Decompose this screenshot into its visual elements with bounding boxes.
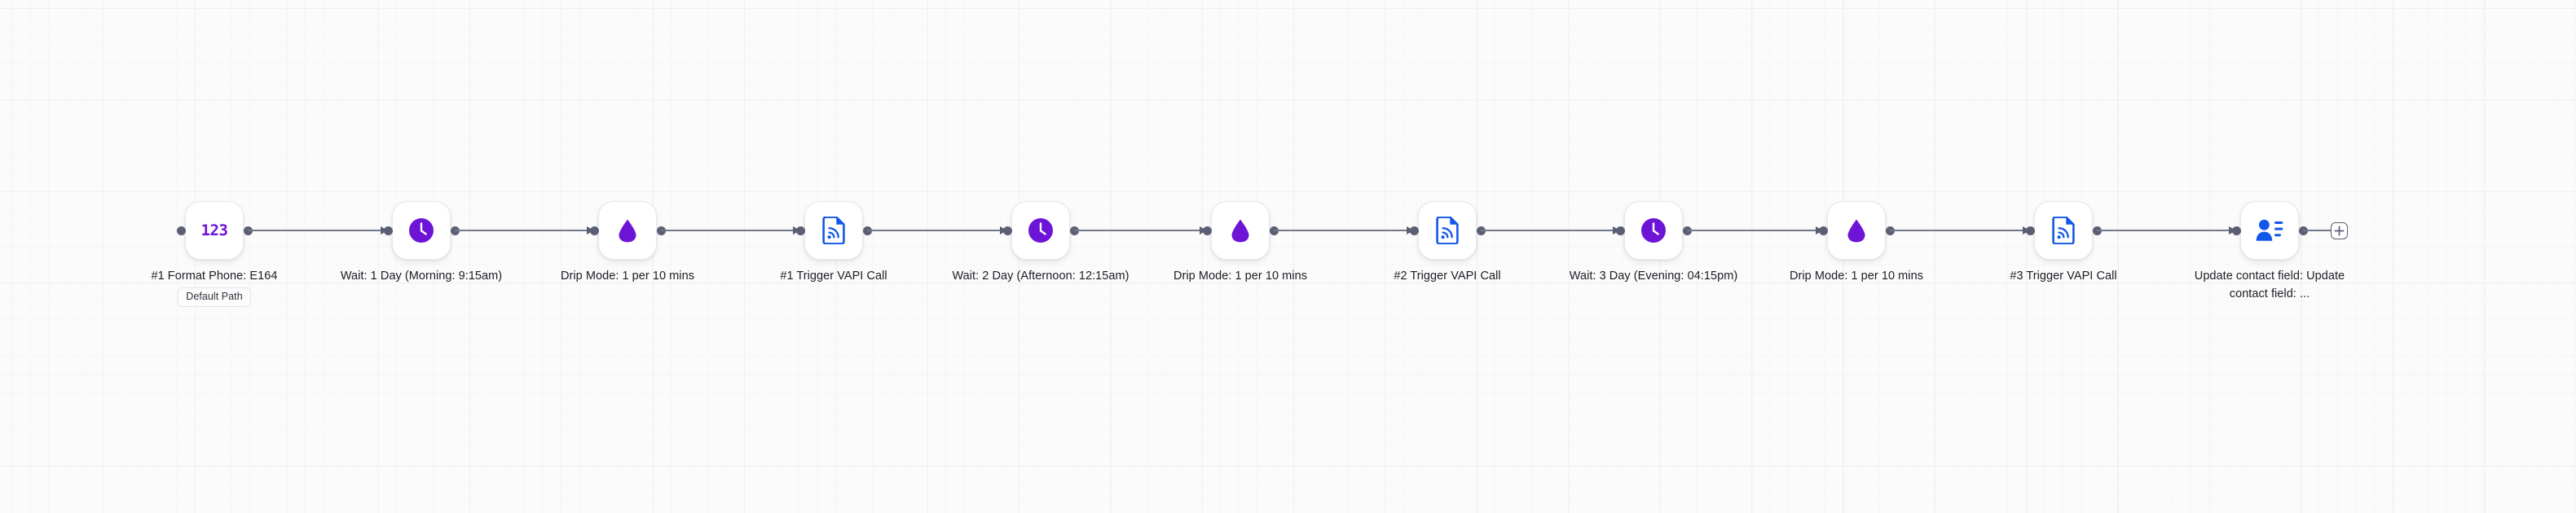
node-label-text: Drip Mode: 1 per 10 mins: [561, 270, 694, 283]
workflow-node-drip-1[interactable]: [598, 201, 657, 260]
node-label-text: Wait: 3 Day (Evening: 04:15pm): [1569, 270, 1738, 283]
node-input-handle-drip-2[interactable]: [1202, 226, 1212, 235]
node-input-handle-vapi-1[interactable]: [795, 226, 805, 235]
webhook-document-icon: [2050, 217, 2077, 244]
node-label-text: Drip Mode: 1 per 10 mins: [1790, 270, 1923, 283]
droplet-icon: [1226, 217, 1254, 244]
node-label-text: Wait: 1 Day (Morning: 9:15am): [340, 270, 503, 283]
edge-vapi-2-to-wait-3[interactable]: [1481, 230, 1620, 231]
node-path-badge: Default Path: [178, 287, 251, 307]
workflow-node-format-phone[interactable]: 123: [185, 201, 244, 260]
node-input-handle-wait-3[interactable]: [1615, 226, 1625, 235]
workflow-node-vapi-2[interactable]: [1418, 201, 1477, 260]
node-label-drip-2: Drip Mode: 1 per 10 mins: [1147, 267, 1334, 285]
workflow-node-wait-3[interactable]: [1624, 201, 1683, 260]
webhook-document-icon: [820, 217, 848, 244]
edge-vapi-1-to-wait-2[interactable]: [867, 230, 1007, 231]
node-label-wait-2: Wait: 2 Day (Afternoon: 12:15am): [947, 267, 1134, 285]
node-label-text: Wait: 2 Day (Afternoon: 12:15am): [952, 270, 1129, 283]
number-123-icon-text: 123: [200, 221, 228, 239]
node-label-update-contact: Update contact field: Update contact fie…: [2176, 267, 2363, 303]
droplet-icon: [1843, 217, 1870, 244]
node-label-text: #2 Trigger VAPI Call: [1394, 270, 1501, 283]
workflow-node-vapi-1[interactable]: [804, 201, 863, 260]
node-input-handle-vapi-2[interactable]: [1409, 226, 1419, 235]
node-input-handle-drip-3[interactable]: [1818, 226, 1828, 235]
node-label-vapi-3: #3 Trigger VAPI Call: [1970, 267, 2157, 285]
clock-icon: [1027, 217, 1055, 244]
clock-icon: [1640, 217, 1667, 244]
edge-format-phone-to-wait-1[interactable]: [248, 230, 388, 231]
plus-icon: [2334, 226, 2344, 235]
node-label-drip-1: Drip Mode: 1 per 10 mins: [534, 267, 721, 285]
number-123-icon: 123: [200, 217, 228, 244]
add-step-connector: [2303, 230, 2331, 231]
node-input-handle-vapi-3[interactable]: [2025, 226, 2035, 235]
edge-wait-3-to-drip-3[interactable]: [1687, 230, 1823, 231]
node-label-text: #1 Trigger VAPI Call: [780, 270, 887, 283]
contact-update-icon: [2256, 217, 2283, 244]
droplet-icon: [614, 217, 641, 244]
node-label-vapi-1: #1 Trigger VAPI Call: [740, 267, 927, 285]
workflow-node-update-contact[interactable]: [2240, 201, 2299, 260]
node-label-text: #1 Format Phone: E164: [151, 270, 278, 283]
clock-icon: [407, 217, 435, 244]
node-label-wait-3: Wait: 3 Day (Evening: 04:15pm): [1560, 267, 1747, 285]
workflow-node-wait-1[interactable]: [392, 201, 451, 260]
node-input-handle-drip-1[interactable]: [589, 226, 599, 235]
edge-wait-2-to-drip-2[interactable]: [1074, 230, 1207, 231]
node-label-text: Drip Mode: 1 per 10 mins: [1174, 270, 1307, 283]
node-label-text: Update contact field: Update contact fie…: [2194, 270, 2345, 301]
workflow-node-drip-3[interactable]: [1827, 201, 1886, 260]
edge-wait-1-to-drip-1[interactable]: [455, 230, 594, 231]
edge-drip-3-to-vapi-3[interactable]: [1890, 230, 2030, 231]
node-input-handle-format-phone[interactable]: [176, 226, 186, 235]
node-input-handle-update-contact[interactable]: [2231, 226, 2241, 235]
node-label-text: #3 Trigger VAPI Call: [2010, 270, 2117, 283]
node-label-vapi-2: #2 Trigger VAPI Call: [1354, 267, 1541, 285]
add-step-button[interactable]: [2330, 221, 2348, 239]
webhook-document-icon: [1433, 217, 1461, 244]
edge-drip-1-to-vapi-1[interactable]: [661, 230, 800, 231]
workflow-node-vapi-3[interactable]: [2034, 201, 2093, 260]
edge-drip-2-to-vapi-2[interactable]: [1274, 230, 1414, 231]
edge-vapi-3-to-update-contact[interactable]: [2097, 230, 2236, 231]
node-label-drip-3: Drip Mode: 1 per 10 mins: [1763, 267, 1950, 285]
node-label-wait-1: Wait: 1 Day (Morning: 9:15am): [328, 267, 515, 285]
node-input-handle-wait-1[interactable]: [383, 226, 393, 235]
workflow-node-wait-2[interactable]: [1011, 201, 1070, 260]
node-input-handle-wait-2[interactable]: [1002, 226, 1012, 235]
workflow-node-drip-2[interactable]: [1211, 201, 1270, 260]
